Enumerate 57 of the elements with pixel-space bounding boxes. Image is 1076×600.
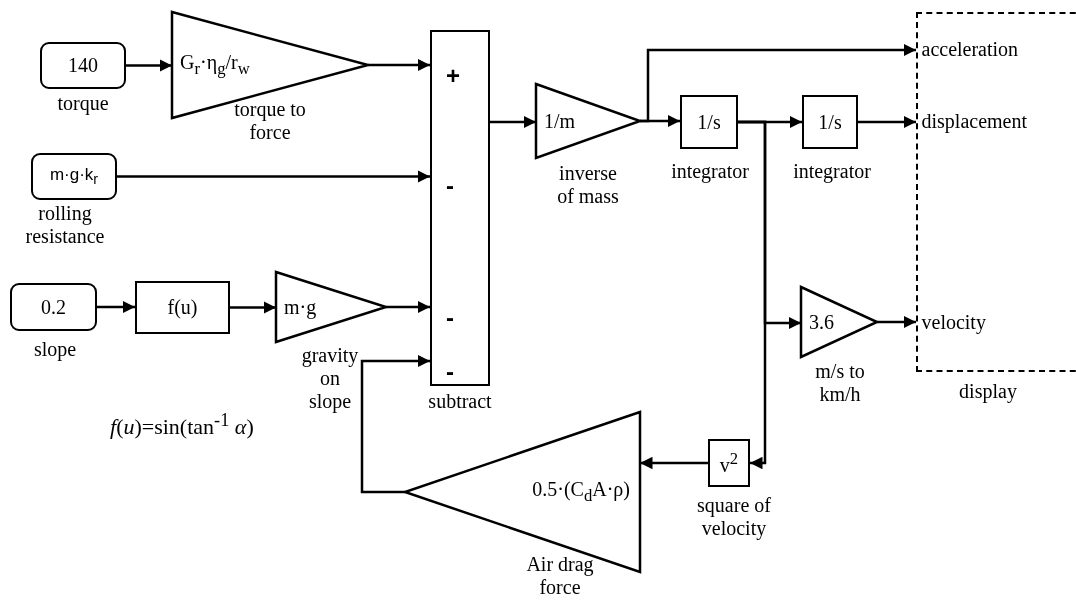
block-caption: rolling resistance bbox=[24, 202, 106, 248]
block-caption: inverse of mass bbox=[556, 162, 620, 208]
gain-label: 3.6 bbox=[808, 310, 834, 334]
signal-arrow bbox=[117, 170, 430, 183]
gain-label: 1/m bbox=[543, 109, 576, 133]
block-caption: integrator bbox=[792, 160, 872, 183]
gain-label: m·g bbox=[283, 295, 317, 319]
block-caption: m/s to km/h bbox=[814, 360, 866, 406]
block-value: m·g·k$_{r}$ bbox=[49, 165, 99, 188]
gain-label: 0.5·(C$_{d}$A·ρ) bbox=[532, 478, 631, 506]
block-value: 0.2 bbox=[41, 295, 66, 319]
block-caption: gravity on slope bbox=[300, 344, 360, 413]
block-caption: square of velocity bbox=[696, 494, 772, 540]
constant-block bbox=[40, 42, 126, 89]
block-caption: slope bbox=[32, 338, 78, 361]
block-value: f(u) bbox=[167, 296, 198, 319]
signal-arrow bbox=[858, 115, 916, 129]
signal-arrow bbox=[360, 354, 430, 494]
constant-block bbox=[31, 153, 117, 200]
signal-label: velocity bbox=[921, 311, 986, 334]
function-block bbox=[708, 439, 750, 487]
block-value: 1/s bbox=[818, 110, 842, 134]
block-caption: torque bbox=[56, 92, 110, 115]
block-value: 1/s bbox=[697, 110, 721, 134]
signal-arrow bbox=[97, 300, 135, 314]
constant-block bbox=[10, 283, 97, 331]
sign-label: - bbox=[446, 304, 454, 332]
signal-label: acceleration bbox=[921, 38, 1019, 61]
signal-arrow bbox=[640, 456, 708, 470]
signal-arrow bbox=[126, 59, 172, 72]
signal-arrow bbox=[368, 58, 430, 72]
function-block bbox=[680, 95, 738, 149]
gain-block bbox=[276, 272, 386, 342]
function-block bbox=[135, 281, 230, 334]
signal-arrow bbox=[877, 315, 916, 329]
function-block bbox=[802, 95, 858, 149]
gain-label: G$_{r}$·η$_{g}$/r$_{w}$ bbox=[179, 51, 250, 79]
signal-arrow bbox=[738, 120, 767, 470]
block-caption: torque to force bbox=[233, 98, 307, 144]
signal-arrow bbox=[640, 43, 916, 123]
block-caption: integrator bbox=[670, 160, 750, 183]
block-caption: Air drag force bbox=[525, 553, 595, 599]
gain-block bbox=[801, 287, 877, 357]
formula-text: f(u)=sin(tan$^{-1}$ α) bbox=[110, 410, 254, 441]
sign-label: - bbox=[446, 358, 454, 386]
block-caption: subtract bbox=[427, 390, 493, 413]
gain-block bbox=[536, 84, 640, 158]
signal-arrow bbox=[490, 115, 536, 129]
block-title: display bbox=[958, 380, 1018, 403]
signal-label: displacement bbox=[921, 110, 1028, 133]
sign-label: + bbox=[446, 62, 460, 90]
sign-label: - bbox=[446, 172, 454, 200]
signal-arrow bbox=[230, 301, 276, 314]
signal-arrow bbox=[386, 300, 430, 314]
block-value: v$^{2}$ bbox=[719, 449, 739, 477]
block-value: 140 bbox=[68, 54, 98, 77]
sum-block bbox=[430, 30, 490, 386]
